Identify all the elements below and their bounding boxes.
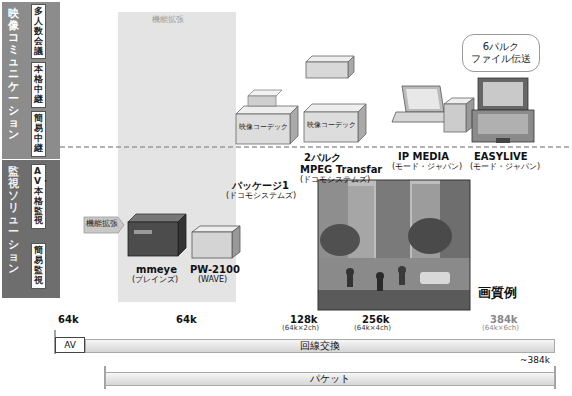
node-text: 本格中継 — [34, 65, 43, 105]
company-name: (ブレインズ) — [132, 276, 178, 285]
extension-arrow — [84, 217, 124, 233]
highlight-column — [118, 12, 236, 302]
category-band: 映像コミュニケーション 多人数会議本格中継簡易中継 — [2, 2, 60, 159]
column-heading: 機能拡張 — [152, 16, 184, 25]
device-name: パッケージ1 — [232, 180, 289, 191]
device-name: MPEG Transfar — [300, 164, 382, 175]
use-case-box: AV・本格監視 — [31, 164, 46, 229]
channel-note: (64k×2ch) — [282, 325, 319, 333]
use-case-box: 簡易中継 — [31, 111, 46, 157]
node-text: 簡易中継 — [34, 114, 43, 154]
node-text: AV — [64, 340, 76, 351]
sample-photo — [318, 180, 470, 310]
av-box: AV — [55, 337, 85, 353]
circuit-bar: 回線交換 — [85, 339, 555, 353]
use-case-box: 多人数会議 — [31, 4, 46, 59]
packet-bar: パケット — [105, 372, 555, 386]
company-name: (WAVE) — [198, 276, 227, 285]
node-text: 映像コミュニケーション — [8, 8, 19, 141]
use-case-box: 簡易監視 — [31, 243, 46, 289]
company-name: (ドコモシステムズ) — [300, 176, 370, 185]
company-name: (モード・ジャパン) — [392, 163, 462, 172]
packet-bracket — [105, 366, 555, 389]
device-name: mmeye — [136, 264, 177, 275]
node-text: 6パルク ファイル伝送 — [467, 41, 535, 65]
bitrate: 128k — [290, 314, 318, 325]
category-band: 監視ソリューション AV・本格監視簡易監視 — [2, 160, 60, 298]
channel-note: (64k×4ch) — [354, 325, 391, 333]
company-name: (ドコモシステムズ) — [226, 192, 296, 201]
node-text: 簡易監視 — [34, 246, 43, 286]
node-text: 監視ソリューション — [8, 166, 19, 275]
bitrate: 64k — [176, 314, 197, 325]
bitrate: 256k — [362, 314, 390, 325]
photo-caption: 画質例 — [478, 286, 517, 300]
node-text: AV・本格監視 — [34, 167, 43, 226]
company-name: (モード・ジャパン) — [470, 163, 540, 172]
device-name: IP MEDIA — [398, 151, 449, 162]
channel-note: (64k×6ch) — [482, 325, 519, 333]
bitrate: 64k — [58, 314, 79, 325]
divider-line — [60, 146, 572, 148]
node-text: 多人数会議 — [34, 7, 43, 56]
bitrate: ~384k — [520, 356, 550, 366]
extension-label: 機能拡張 — [86, 220, 118, 229]
mmeye-device — [128, 214, 186, 256]
device-name: EASYLIVE — [474, 151, 528, 162]
use-case-box: 本格中継 — [31, 62, 46, 108]
node-text: 回線交換 — [300, 340, 340, 352]
suitcase-device — [472, 78, 534, 143]
device-caption: 映像コーデック — [307, 122, 356, 130]
device-name: PW-2100 — [190, 264, 240, 275]
pw2100-device — [192, 226, 240, 258]
bitrate: 384k — [490, 314, 518, 325]
codec-device — [304, 56, 366, 142]
device-caption: 映像コーデック — [239, 124, 288, 132]
callout-bubble: 6パルク ファイル伝送 — [462, 34, 540, 72]
device-name: 2パルク — [304, 152, 341, 163]
laptop-device — [392, 86, 474, 132]
codec-device — [236, 90, 298, 144]
node-text: パケット — [310, 373, 350, 385]
